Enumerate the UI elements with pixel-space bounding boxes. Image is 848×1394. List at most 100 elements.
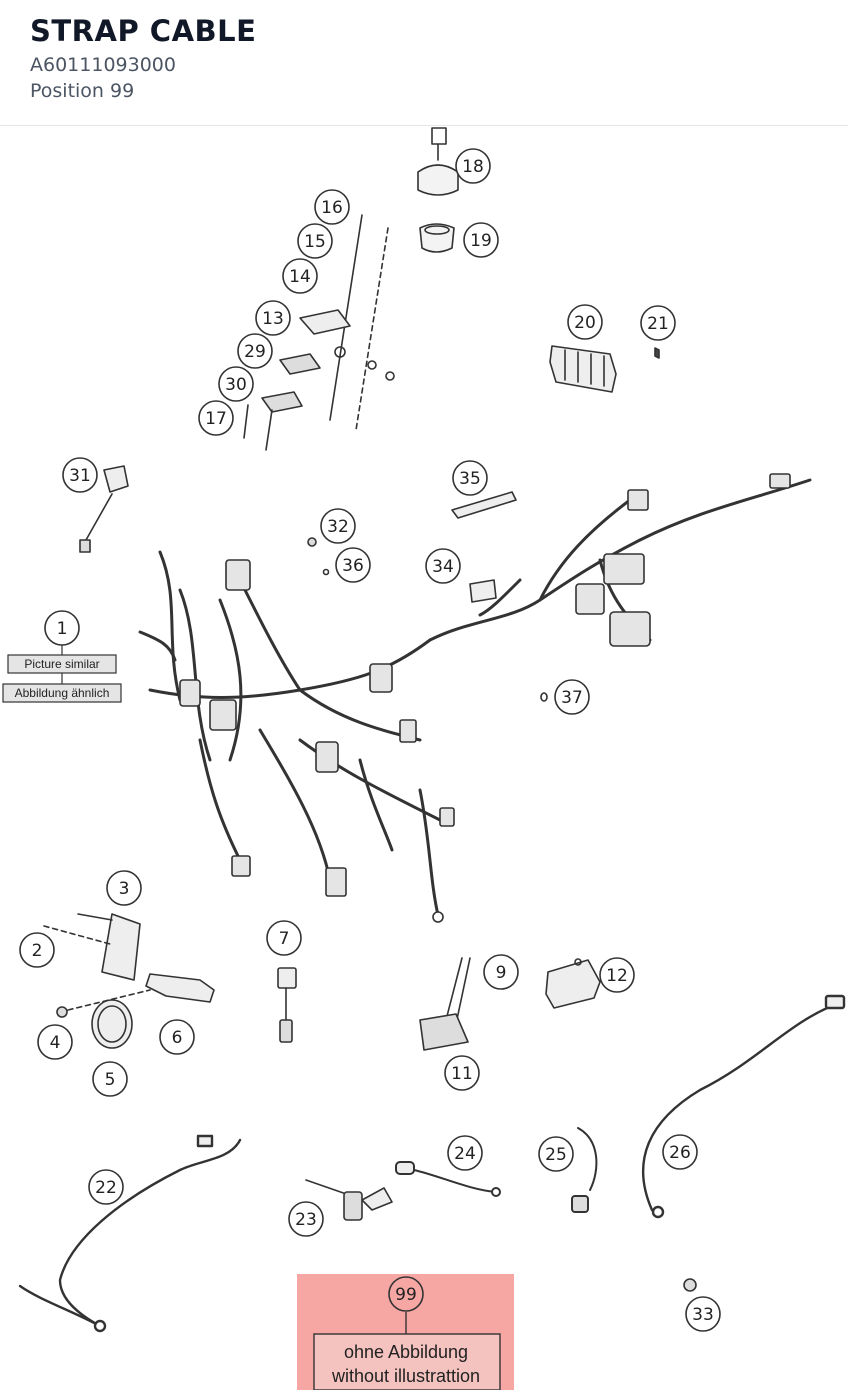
svg-text:Abbildung ähnlich: Abbildung ähnlich bbox=[15, 686, 110, 700]
callout-25[interactable]: 25 bbox=[538, 1136, 574, 1172]
callout-circle bbox=[567, 304, 603, 340]
callout-number: 12 bbox=[606, 966, 628, 986]
callout-circle bbox=[37, 1024, 73, 1060]
callout-circle bbox=[19, 932, 55, 968]
callout-number: 23 bbox=[295, 1210, 317, 1230]
callout-2[interactable]: 2 bbox=[19, 932, 55, 968]
callout-99[interactable]: 99 bbox=[388, 1276, 424, 1312]
callout-4[interactable]: 4 bbox=[37, 1024, 73, 1060]
callout-number: 18 bbox=[462, 157, 484, 177]
callout-number: 6 bbox=[172, 1028, 183, 1048]
svg-text:Picture similar: Picture similar bbox=[24, 657, 99, 671]
parts-32-36-37-small bbox=[307, 537, 548, 702]
callout-11[interactable]: 11 bbox=[444, 1055, 480, 1091]
callout-number: 29 bbox=[244, 342, 266, 362]
callout-circle bbox=[106, 870, 142, 906]
callout-17[interactable]: 17 bbox=[198, 400, 234, 436]
callout-21[interactable]: 21 bbox=[640, 305, 676, 341]
callout-number: 20 bbox=[574, 313, 596, 333]
callout-19[interactable]: 19 bbox=[463, 222, 499, 258]
callout-number: 1 bbox=[57, 619, 68, 639]
callout-7[interactable]: 7 bbox=[266, 920, 302, 956]
callout-15[interactable]: 15 bbox=[297, 223, 333, 259]
callout-36[interactable]: 36 bbox=[335, 547, 371, 583]
callout-5[interactable]: 5 bbox=[92, 1061, 128, 1097]
page-title: STRAP CABLE bbox=[30, 14, 257, 48]
page-header: STRAP CABLE A60111093000 Position 99 bbox=[0, 0, 848, 126]
position-label: Position 99 bbox=[30, 80, 135, 102]
callout-number: 26 bbox=[669, 1143, 691, 1163]
callout-3[interactable]: 3 bbox=[106, 870, 142, 906]
part-12-control-unit bbox=[545, 958, 601, 1009]
callout-18[interactable]: 18 bbox=[455, 148, 491, 184]
callout-1[interactable]: 1 bbox=[44, 610, 80, 646]
callout-circle bbox=[538, 1136, 574, 1172]
part-21-clip bbox=[654, 347, 660, 359]
note-picture-similar: Picture similar Abbildung ähnlich bbox=[2, 654, 122, 703]
callout-number: 32 bbox=[327, 517, 349, 537]
callout-circle bbox=[685, 1296, 721, 1332]
parts-9-11-leads bbox=[419, 957, 471, 1051]
parts-2-6-horn-bracket bbox=[43, 913, 215, 1049]
callout-14[interactable]: 14 bbox=[282, 258, 318, 294]
callout-number: 31 bbox=[69, 466, 91, 486]
callout-16[interactable]: 16 bbox=[314, 189, 350, 225]
callout-number: 14 bbox=[289, 267, 311, 287]
callout-32[interactable]: 32 bbox=[320, 508, 356, 544]
svg-text:without illustrattion: without illustrattion bbox=[331, 1366, 480, 1386]
callout-circle bbox=[425, 548, 461, 584]
callout-33[interactable]: 33 bbox=[685, 1296, 721, 1332]
callout-31[interactable]: 31 bbox=[62, 457, 98, 493]
callout-number: 7 bbox=[279, 929, 290, 949]
callout-26[interactable]: 26 bbox=[662, 1134, 698, 1170]
part-31-sensor bbox=[79, 465, 129, 553]
callout-23[interactable]: 23 bbox=[288, 1201, 324, 1237]
callout-circle bbox=[266, 920, 302, 956]
callout-37[interactable]: 37 bbox=[554, 679, 590, 715]
callout-number: 11 bbox=[451, 1064, 473, 1084]
callout-number: 19 bbox=[470, 231, 492, 251]
harness-connectors bbox=[179, 473, 791, 923]
callout-24[interactable]: 24 bbox=[447, 1135, 483, 1171]
part-22-cable bbox=[18, 1134, 242, 1333]
exploded-diagram: Picture similar Abbildung ähnlich ohne A… bbox=[0, 127, 848, 1391]
callout-number: 30 bbox=[225, 375, 247, 395]
callout-circle bbox=[255, 300, 291, 336]
callout-circle bbox=[44, 610, 80, 646]
callout-29[interactable]: 29 bbox=[237, 333, 273, 369]
callout-number: 9 bbox=[496, 963, 507, 983]
part-26-cable bbox=[642, 994, 846, 1219]
callout-30[interactable]: 30 bbox=[218, 366, 254, 402]
callout-number: 13 bbox=[262, 309, 284, 329]
callout-34[interactable]: 34 bbox=[425, 548, 461, 584]
callout-circle bbox=[447, 1135, 483, 1171]
callout-9[interactable]: 9 bbox=[483, 954, 519, 990]
callout-35[interactable]: 35 bbox=[452, 460, 488, 496]
part-18-sensor bbox=[417, 127, 459, 196]
callout-20[interactable]: 20 bbox=[567, 304, 603, 340]
callout-circle bbox=[218, 366, 254, 402]
callout-6[interactable]: 6 bbox=[159, 1019, 195, 1055]
part-23-switch bbox=[305, 1179, 393, 1221]
callout-number: 3 bbox=[119, 879, 130, 899]
callout-number: 5 bbox=[105, 1070, 116, 1090]
callout-number: 36 bbox=[342, 556, 364, 576]
callout-circle bbox=[599, 957, 635, 993]
callout-circle bbox=[455, 148, 491, 184]
callout-circle bbox=[198, 400, 234, 436]
diagram-svg: Picture similar Abbildung ähnlich ohne A… bbox=[2, 127, 846, 1391]
part-number: A60111093000 bbox=[30, 54, 176, 76]
svg-text:ohne Abbildung: ohne Abbildung bbox=[344, 1342, 468, 1362]
callout-number: 17 bbox=[205, 409, 227, 429]
callout-12[interactable]: 12 bbox=[599, 957, 635, 993]
callout-13[interactable]: 13 bbox=[255, 300, 291, 336]
callout-circle bbox=[62, 457, 98, 493]
callout-circle bbox=[88, 1169, 124, 1205]
callout-number: 24 bbox=[454, 1144, 476, 1164]
callout-circle bbox=[483, 954, 519, 990]
callout-circle bbox=[335, 547, 371, 583]
callout-number: 2 bbox=[32, 941, 43, 961]
callout-circle bbox=[92, 1061, 128, 1097]
callout-22[interactable]: 22 bbox=[88, 1169, 124, 1205]
